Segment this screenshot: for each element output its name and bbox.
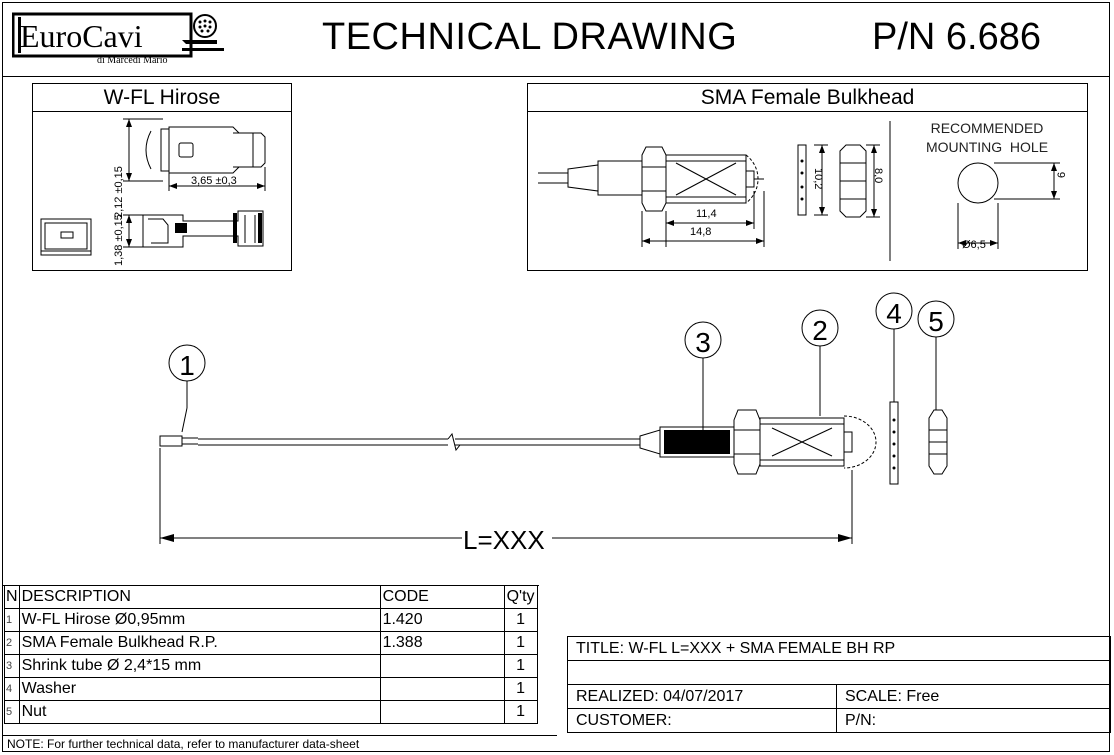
bom-n: 5 (4, 700, 20, 724)
balloon-3: 3 (695, 327, 711, 358)
dim-height-bottom: 1,38 ±0,15 (113, 214, 125, 266)
bom-header-row: N DESCRIPTION CODE Q'ty (4, 585, 538, 609)
bom-code (379, 654, 505, 678)
bom-code: 1.420 (379, 608, 505, 632)
dim-6: 6 (1056, 171, 1068, 178)
balloon-5: 5 (928, 306, 944, 337)
dim-length: 3,65 ±0,3 (191, 175, 237, 187)
bom-description: W-FL Hirose Ø0,95mm (18, 608, 381, 632)
bom-qty: 1 (503, 677, 538, 701)
title-block-realized: REALIZED: 04/07/2017 (567, 684, 837, 709)
note-divider (2, 735, 557, 736)
dim-10-2: 10,2 (812, 168, 824, 190)
title-block-customer: CUSTOMER: (567, 708, 837, 733)
bom-description: SMA Female Bulkhead R.P. (18, 631, 381, 655)
bom-n: 4 (4, 677, 20, 701)
table-row: 5 Nut 1 (4, 700, 538, 724)
title-block-pn: P/N: (836, 708, 1111, 733)
bom-header-qty: Q'ty (503, 585, 538, 609)
title-block: TITLE: W-FL L=XXX + SMA FEMALE BH RP REA… (567, 636, 1111, 733)
bom-description: Shrink tube Ø 2,4*15 mm (18, 654, 381, 678)
part-number: P/N 6.686 (872, 16, 1041, 58)
wfl-connector-drawing (40, 118, 266, 256)
table-row: 1 W-FL Hirose Ø0,95mm 1.420 1 (4, 608, 538, 632)
bom-qty: 1 (503, 700, 538, 724)
footer-note: NOTE: For further technical data, refer … (7, 737, 360, 751)
bom-header-code: CODE (379, 585, 505, 609)
bom-description: Nut (18, 700, 381, 724)
bom-qty: 1 (503, 654, 538, 678)
logo-subtitle: di Marcedi Mario (97, 55, 168, 66)
dim-14-8: 14,8 (690, 226, 712, 238)
sma-bulkhead-panel: SMA Female Bulkhead (527, 83, 1088, 271)
dim-hole: Ø6,5 (962, 239, 986, 251)
dim-11-4: 11,4 (696, 208, 717, 220)
bom-n: 1 (4, 608, 20, 632)
bom-n: 3 (4, 654, 20, 678)
bom-n: 2 (4, 631, 20, 655)
balloon-4: 4 (886, 298, 902, 329)
mounting-hole-label: MOUNTING HOLE (925, 139, 1049, 155)
dim-height-top: 2,12 ±0,15 (113, 166, 125, 218)
assembly-drawing (159, 292, 955, 544)
bom-header-n: N (4, 585, 20, 609)
bom-description: Washer (18, 677, 381, 701)
wfl-hirose-panel: W-FL Hirose (32, 83, 292, 271)
logo-text: EuroCavi (20, 18, 143, 54)
bom-qty: 1 (503, 631, 538, 655)
title-block-title: TITLE: W-FL L=XXX + SMA FEMALE BH RP (567, 636, 1111, 661)
company-logo: EuroCavi di Marcedi Mario (12, 12, 227, 66)
page-title: TECHNICAL DRAWING (322, 16, 738, 58)
bom-header-description: DESCRIPTION (18, 585, 381, 609)
header-divider (2, 76, 1110, 77)
bom-code (379, 677, 505, 701)
recommended-label: RECOMMENDED (930, 120, 1044, 136)
balloon-1: 1 (179, 350, 195, 381)
sma-connector-drawing (538, 121, 1060, 261)
bom-table: N DESCRIPTION CODE Q'ty 1 W-FL Hirose Ø0… (4, 585, 538, 724)
bom-code: 1.388 (379, 631, 505, 655)
bom-code (379, 700, 505, 724)
wfl-panel-title: W-FL Hirose (33, 84, 291, 112)
dim-8-0: 8,0 (872, 168, 884, 184)
table-row: 3 Shrink tube Ø 2,4*15 mm 1 (4, 654, 538, 678)
table-row: 4 Washer 1 (4, 677, 538, 701)
balloon-2: 2 (812, 315, 828, 346)
bom-qty: 1 (503, 608, 538, 632)
logo-graphic (12, 12, 224, 58)
title-block-scale: SCALE: Free (836, 684, 1111, 709)
sma-panel-title: SMA Female Bulkhead (528, 84, 1087, 112)
length-label: L=XXX (463, 525, 545, 555)
table-row: 2 SMA Female Bulkhead R.P. 1.388 1 (4, 631, 538, 655)
title-block-empty-row (567, 660, 1111, 685)
